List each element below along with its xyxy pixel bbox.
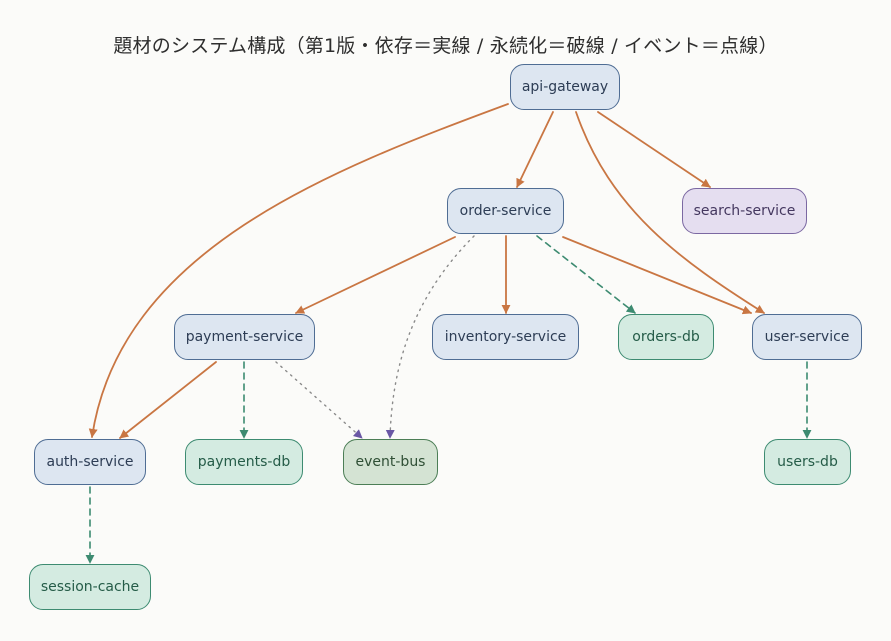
- node-label: event-bus: [355, 454, 426, 470]
- node-label: payment-service: [185, 329, 304, 345]
- edge-dependency-api-gateway-to-order-service: [516, 111, 554, 188]
- node-payment-service[interactable]: payment-service: [174, 314, 315, 360]
- node-orders-db[interactable]: orders-db: [618, 314, 714, 360]
- node-order-service[interactable]: order-service: [447, 188, 564, 234]
- edge-dependency-api-gateway-to-user-service: [575, 111, 765, 314]
- edge-dependency-order-service-to-payment-service: [295, 236, 456, 314]
- node-auth-service[interactable]: auth-service: [34, 439, 146, 485]
- node-search-service[interactable]: search-service: [682, 188, 807, 234]
- edge-persistence-order-service-to-orders-db: [536, 235, 636, 314]
- node-label: users-db: [777, 454, 838, 470]
- node-label: search-service: [693, 203, 796, 219]
- edge-dependency-order-service-to-user-service: [562, 236, 752, 315]
- edge-dependency-api-gateway-to-search-service: [597, 111, 711, 188]
- node-label: session-cache: [40, 579, 140, 595]
- edge-dependency-api-gateway-to-auth-service: [88, 103, 509, 438]
- node-label: auth-service: [46, 454, 134, 470]
- node-api-gateway[interactable]: api-gateway: [510, 64, 620, 110]
- node-user-service[interactable]: user-service: [752, 314, 862, 360]
- diagram-title: 題材のシステム構成（第1版・依存＝実線 / 永続化＝破線 / イベント＝点線）: [113, 35, 778, 57]
- edge-event-payment-service-to-event-bus: [275, 361, 363, 439]
- node-session-cache[interactable]: session-cache: [29, 564, 151, 610]
- edge-event-order-service-to-event-bus: [385, 235, 475, 439]
- edge-dependency-payment-service-to-auth-service: [119, 361, 217, 439]
- node-label: payments-db: [197, 454, 291, 470]
- node-payments-db[interactable]: payments-db: [185, 439, 303, 485]
- node-inventory-service[interactable]: inventory-service: [432, 314, 579, 360]
- node-label: order-service: [459, 203, 552, 219]
- node-label: orders-db: [632, 329, 700, 345]
- node-event-bus[interactable]: event-bus: [343, 439, 438, 485]
- node-label: api-gateway: [521, 79, 609, 95]
- node-label: user-service: [764, 329, 850, 345]
- node-users-db[interactable]: users-db: [764, 439, 851, 485]
- node-label: inventory-service: [444, 329, 567, 345]
